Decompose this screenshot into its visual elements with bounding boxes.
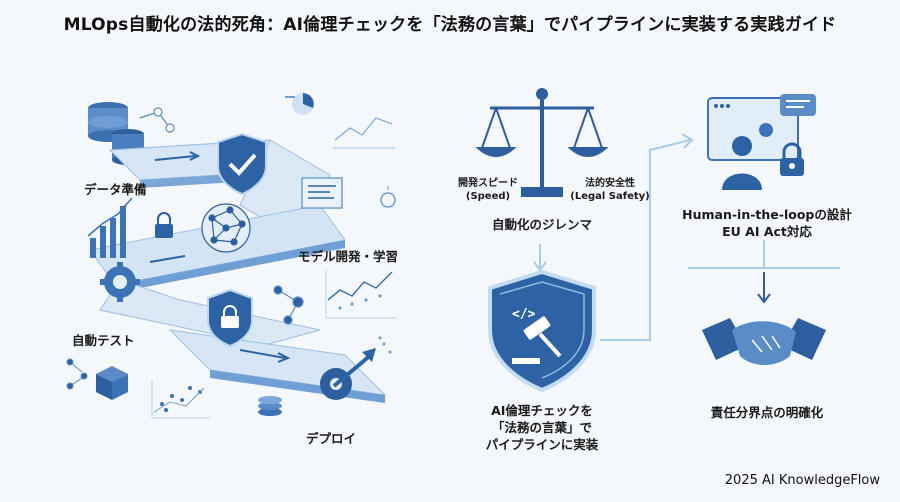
molecule-icon bbox=[273, 285, 304, 325]
responsibility-caption: 責任分界点の明確化 bbox=[710, 405, 824, 420]
hitl-line1: Human-in-the-loopの設計 bbox=[682, 207, 852, 222]
legal-safety-label: 法的安全性 (Legal Safety) bbox=[562, 177, 658, 203]
balance-scale-icon bbox=[475, 88, 609, 197]
scatter-chart-icon bbox=[151, 380, 210, 419]
network-icon bbox=[66, 358, 88, 390]
legal-safety-sub: (Legal Safety) bbox=[570, 191, 650, 202]
pie-chart-icon bbox=[292, 93, 314, 115]
neural-network-icon bbox=[201, 203, 251, 253]
footer-credit: 2025 AI KnowledgeFlow bbox=[724, 473, 880, 488]
human-review-icon bbox=[707, 94, 816, 190]
arrow-down-icon bbox=[757, 272, 771, 304]
lightbulb-icon bbox=[380, 186, 396, 208]
speed-label-text: 開発スピード bbox=[458, 178, 518, 189]
hitl-line2: EU AI Act対応 bbox=[722, 224, 812, 239]
stage-auto-test: 自動テスト bbox=[72, 333, 135, 348]
chart-decoration-icon bbox=[333, 117, 395, 149]
arrow-down-icon bbox=[533, 244, 547, 272]
speed-label-sub: (Speed) bbox=[465, 191, 511, 202]
implement-line1: AI倫理チェックを bbox=[491, 403, 593, 418]
implement-line3: パイプラインに実装 bbox=[485, 437, 599, 452]
hitl-caption: Human-in-the-loopの設計 EU AI Act対応 bbox=[672, 206, 862, 240]
flow-connector bbox=[600, 133, 694, 341]
implement-caption: AI倫理チェックを 「法務の言葉」で パイプラインに実装 bbox=[460, 402, 624, 453]
dilemma-caption: 自動化のジレンマ bbox=[491, 217, 592, 232]
lock-icon bbox=[155, 212, 173, 238]
cube-icon bbox=[96, 366, 128, 400]
speed-label: 開発スピード (Speed) bbox=[448, 177, 528, 203]
document-icon bbox=[301, 177, 343, 209]
implement-line2: 「法務の言葉」で bbox=[491, 420, 592, 435]
page-title: MLOps自動化の法的死角：AI倫理チェックを「法務の言葉」でパイプラインに実装… bbox=[63, 15, 837, 35]
shield-lock-icon bbox=[207, 288, 253, 348]
branch-connector bbox=[688, 240, 840, 269]
shield-gavel-icon: </> bbox=[488, 269, 596, 393]
coin-stack-icon bbox=[258, 396, 282, 416]
deploy-rocket-icon bbox=[320, 336, 392, 400]
handshake-icon bbox=[702, 318, 826, 365]
shield-check-icon bbox=[217, 132, 267, 196]
bar-chart-icon bbox=[87, 197, 133, 258]
stage-model-dev: モデル開発・学習 bbox=[298, 249, 399, 264]
stage-data-prep: データ準備 bbox=[84, 182, 147, 197]
gear-icon bbox=[100, 262, 140, 302]
stage-deploy: デプロイ bbox=[306, 431, 357, 446]
area-chart-icon bbox=[325, 270, 396, 319]
legal-safety-text: 法的安全性 bbox=[585, 178, 635, 189]
svg-text:</>: </> bbox=[512, 307, 536, 322]
